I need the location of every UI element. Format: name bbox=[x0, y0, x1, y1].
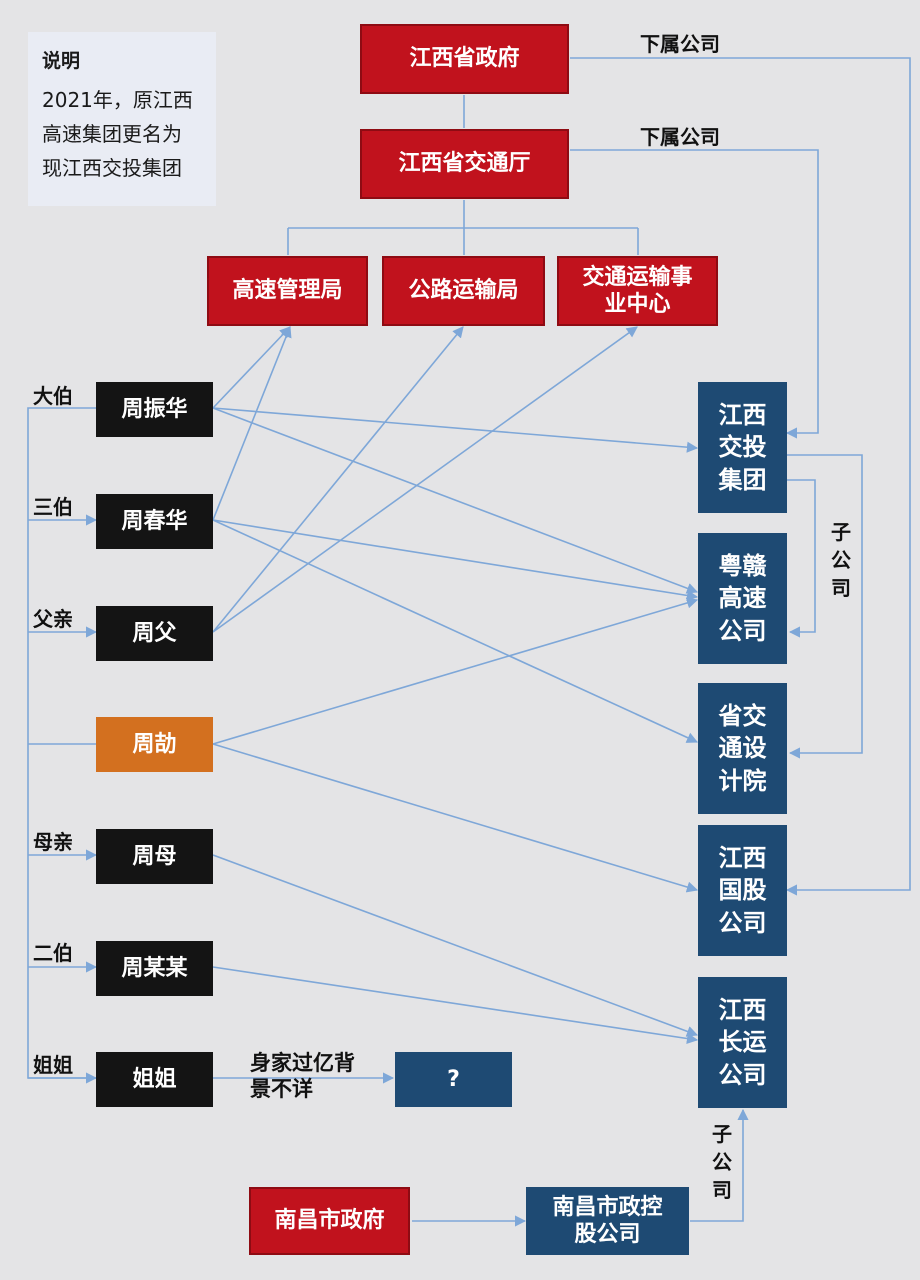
sister-note: 身家过亿背景不详 bbox=[250, 1051, 355, 1101]
relation-label: 大伯 bbox=[33, 384, 73, 408]
relation-label: 母亲 bbox=[33, 830, 73, 854]
note-title: 说明 bbox=[42, 50, 81, 72]
relation-label: 二伯 bbox=[33, 941, 73, 965]
transport-center-node: 交通运输事业中心 bbox=[557, 256, 718, 326]
jiangxi-transport-dept-node: 江西省交通厅 bbox=[360, 129, 569, 199]
person-node: 周母 bbox=[96, 829, 213, 884]
unknown-node: ? bbox=[395, 1052, 512, 1107]
note-line: 2021年，原江西 bbox=[42, 88, 193, 112]
person-node: 周春华 bbox=[96, 494, 213, 549]
relation-label: 三伯 bbox=[33, 495, 73, 519]
jiaotou-group-node: 江西交投集团 bbox=[698, 382, 787, 513]
person-node-highlight: 周劼 bbox=[96, 717, 213, 772]
person-node: 周某某 bbox=[96, 941, 213, 996]
note-line: 现江西交投集团 bbox=[42, 156, 182, 180]
design-institute-node: 省交通设计院 bbox=[698, 683, 787, 814]
nanchang-gov-node: 南昌市政府 bbox=[249, 1187, 410, 1255]
person-node: 姐姐 bbox=[96, 1052, 213, 1107]
child-company-label: 子公司 bbox=[831, 520, 851, 600]
nanchang-holding-node: 南昌市政控股公司 bbox=[526, 1187, 689, 1255]
expressway-bureau-node: 高速管理局 bbox=[207, 256, 368, 326]
relation-label: 姐姐 bbox=[33, 1053, 73, 1077]
child-company-label: 子公司 bbox=[712, 1122, 732, 1202]
subsidiary-label: 下属公司 bbox=[640, 32, 720, 56]
highway-bureau-node: 公路运输局 bbox=[382, 256, 545, 326]
guogu-company-node: 江西国股公司 bbox=[698, 825, 787, 956]
changyun-company-node: 江西长运公司 bbox=[698, 977, 787, 1108]
subsidiary-label: 下属公司 bbox=[640, 125, 720, 149]
yuegan-expressway-node: 粤赣高速公司 bbox=[698, 533, 787, 664]
relation-label: 父亲 bbox=[33, 607, 73, 631]
person-node: 周振华 bbox=[96, 382, 213, 437]
note-line: 高速集团更名为 bbox=[42, 122, 182, 146]
person-node: 周父 bbox=[96, 606, 213, 661]
explanation-note: 说明 2021年，原江西 高速集团更名为 现江西交投集团 bbox=[28, 32, 216, 206]
jiangxi-province-gov-node: 江西省政府 bbox=[360, 24, 569, 94]
